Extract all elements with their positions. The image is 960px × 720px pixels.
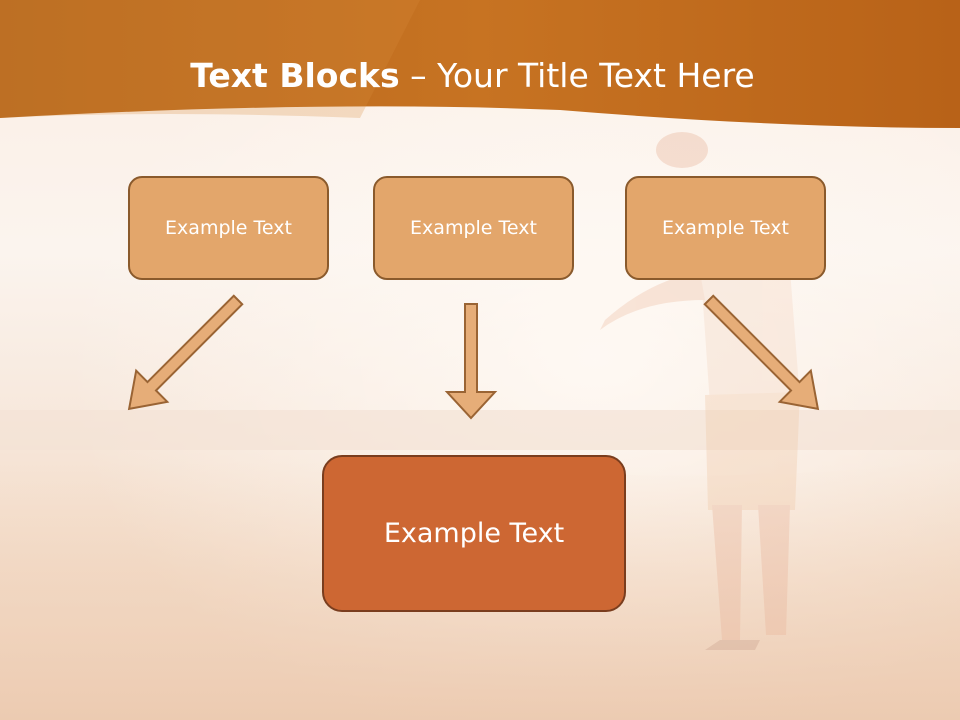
- block-result-label: Example Text: [383, 518, 565, 549]
- sea-line: [0, 410, 960, 450]
- block-center: Example Text: [373, 176, 574, 280]
- block-left: Example Text: [128, 176, 329, 280]
- block-right-label: Example Text: [662, 217, 789, 239]
- block-right: Example Text: [625, 176, 826, 280]
- block-left-label: Example Text: [165, 217, 292, 239]
- title-strong: Text Blocks: [190, 56, 400, 95]
- header-band: [0, 0, 960, 128]
- block-result: Example Text: [322, 455, 626, 612]
- page-title: Text Blocks – Your Title Text Here: [0, 56, 945, 96]
- block-center-label: Example Text: [410, 217, 537, 239]
- title-rest: – Your Title Text Here: [399, 56, 755, 95]
- header-band-highlight: [0, 0, 420, 118]
